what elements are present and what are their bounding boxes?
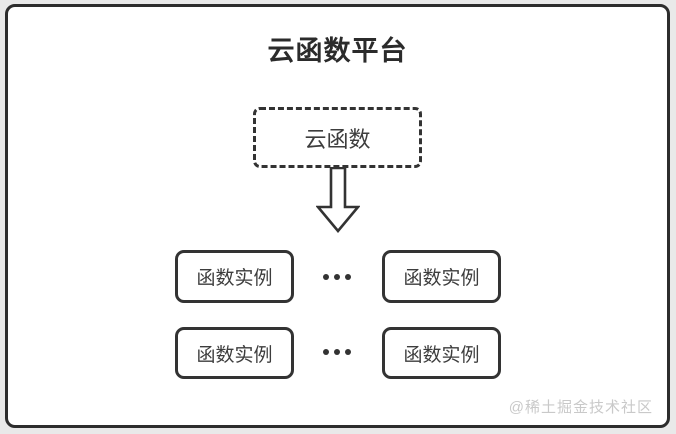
- cloud-function-node: 云函数: [253, 107, 422, 168]
- function-instance-label: 函数实例: [403, 344, 480, 366]
- ellipsis-dots: [315, 269, 359, 285]
- cloud-function-label: 云函数: [304, 126, 371, 152]
- dot-icon: [345, 274, 351, 280]
- dot-icon: [334, 274, 340, 280]
- dot-icon: [323, 349, 329, 355]
- function-instance-node: 函数实例: [382, 327, 501, 379]
- dot-icon: [323, 274, 329, 280]
- platform-panel: 云函数平台 云函数 函数实例 函数实例 函数实例 函数实例 @稀土掘金技术社区: [5, 4, 670, 428]
- dot-icon: [345, 349, 351, 355]
- dot-icon: [334, 349, 340, 355]
- function-instance-node: 函数实例: [382, 250, 501, 303]
- ellipsis-dots: [315, 344, 359, 360]
- diagram-title: 云函数平台: [267, 36, 408, 66]
- watermark-text: @稀土掘金技术社区: [508, 399, 653, 416]
- down-arrow-icon: [316, 167, 360, 233]
- function-instance-label: 函数实例: [403, 268, 480, 289]
- function-instance-node: 函数实例: [175, 327, 294, 379]
- function-instance-label: 函数实例: [196, 268, 273, 289]
- function-instance-node: 函数实例: [175, 250, 294, 303]
- function-instance-label: 函数实例: [196, 344, 273, 366]
